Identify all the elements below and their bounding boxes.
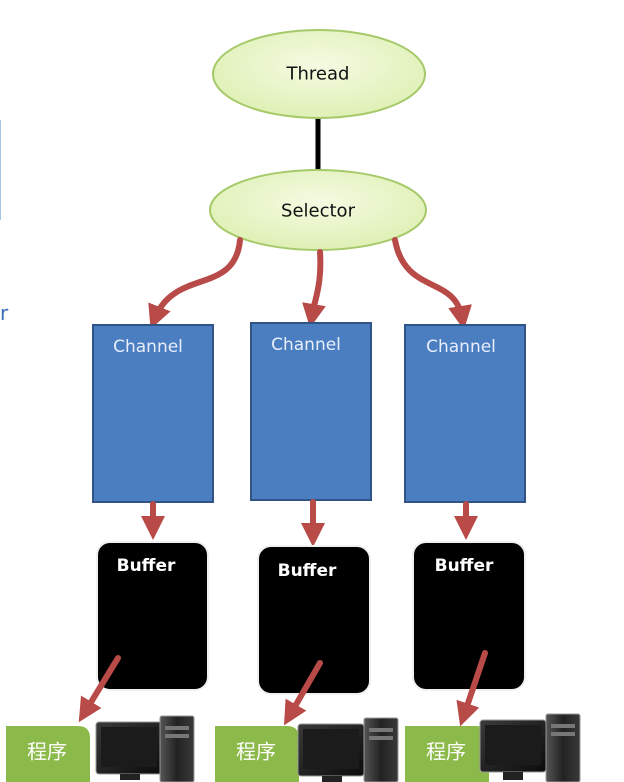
buffer-box	[412, 541, 526, 691]
program-label: 程序	[27, 739, 67, 764]
program-tab	[6, 726, 90, 782]
channel-label: Channel	[271, 335, 341, 355]
selector-label: Selector	[281, 200, 355, 222]
channel-box	[250, 322, 372, 501]
channel-label: Channel	[426, 337, 496, 357]
thread-node	[212, 29, 426, 119]
buffer-label: Buffer	[434, 556, 494, 576]
program-tab	[405, 726, 489, 782]
program-tab	[215, 726, 299, 782]
thread-label: Thread	[286, 63, 350, 85]
channel-box	[404, 324, 526, 503]
selector-channel-arrow	[392, 237, 472, 330]
selector-channel-arrow	[302, 249, 326, 328]
computer-icon	[297, 717, 399, 782]
selector-channel-arrow	[148, 237, 243, 330]
edge-glyph: r	[0, 301, 9, 325]
buffer-box	[257, 545, 371, 695]
computer-icon	[479, 713, 581, 782]
buffer-program-arrow	[456, 650, 488, 727]
program-label: 程序	[236, 739, 276, 764]
buffer-label: Buffer	[116, 556, 176, 576]
program-label: 程序	[426, 739, 466, 764]
buffer-program-arrow	[78, 655, 121, 723]
buffer-program-arrow	[284, 660, 323, 726]
computer-icon	[95, 715, 195, 782]
buffer-box	[96, 541, 209, 691]
channel-label: Channel	[113, 337, 183, 357]
buffer-label: Buffer	[277, 561, 337, 581]
